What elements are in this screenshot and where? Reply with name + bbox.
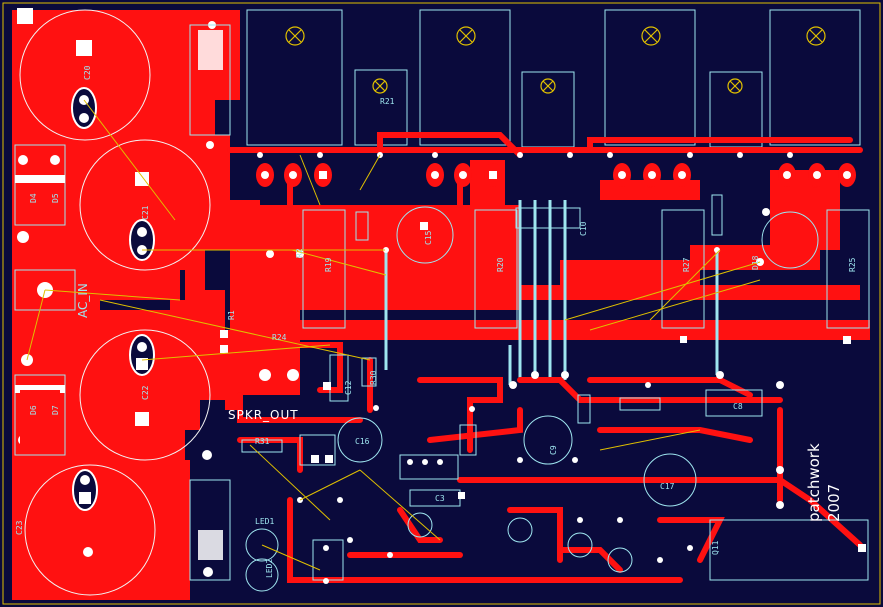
ref-d4: D4 <box>29 193 38 203</box>
ref-d18: D18 <box>751 255 760 270</box>
resistor-r25 <box>826 209 870 329</box>
heatsink-1 <box>246 9 343 146</box>
signature-year: 2007 <box>825 483 843 522</box>
ref-c17: C17 <box>660 482 675 491</box>
spkr-out-label: SPKR_OUT <box>228 408 299 422</box>
ref-r27: R27 <box>682 257 691 272</box>
ref-r1: R1 <box>227 310 236 320</box>
small-components <box>241 354 869 592</box>
resistor-r27 <box>661 209 705 329</box>
ref-r2: R2 <box>295 248 304 258</box>
ref-c21: C21 <box>141 205 150 220</box>
cap-c20-outline <box>19 9 151 141</box>
ref-c15: C15 <box>424 230 433 245</box>
ref-c10: C10 <box>579 221 588 236</box>
ref-c16: C16 <box>355 437 370 446</box>
ref-q11: Q11 <box>711 540 720 555</box>
copper-traces-top <box>227 132 863 208</box>
cap-c15 <box>396 206 454 264</box>
diode-bridge-bottom <box>14 374 66 456</box>
ref-c20: C20 <box>83 65 92 80</box>
ref-c3: C3 <box>435 494 445 503</box>
ref-led1: LED1 <box>255 517 275 526</box>
ref-c12: C12 <box>344 380 353 395</box>
ref-r25: R25 <box>848 257 857 272</box>
ref-r24: R24 <box>272 333 287 342</box>
cap-c22-outline <box>79 329 211 461</box>
ref-c9: C9 <box>549 445 558 455</box>
heatsink-2 <box>419 9 511 146</box>
signature-text: patchwork <box>805 443 823 522</box>
cap-c21-outline <box>79 139 211 271</box>
resistor-r19 <box>302 209 346 329</box>
copper-pour-bottom-left <box>12 460 190 600</box>
ref-c8: C8 <box>733 402 743 411</box>
ref-r31: R31 <box>255 437 270 446</box>
ratsnest <box>26 99 761 571</box>
ref-c23: C23 <box>15 520 24 535</box>
jumper-wires <box>384 200 719 385</box>
ref-r20: R20 <box>496 257 505 272</box>
transistor-pads <box>206 21 856 187</box>
ref-c22: C22 <box>141 385 150 400</box>
copper-bar-lower <box>300 320 870 340</box>
diode-band <box>15 175 65 183</box>
component-pads-lower <box>202 208 866 584</box>
ac-in-label: AC_IN <box>76 283 90 318</box>
heatsink-3 <box>604 9 696 146</box>
heatsink-4 <box>769 9 861 146</box>
ref-r19: R19 <box>324 257 333 272</box>
copper-right-pad <box>560 170 840 285</box>
copper-pour-power-lower <box>60 290 225 480</box>
ref-led2: LED2 <box>265 558 274 578</box>
ref-d7: D7 <box>51 405 60 415</box>
mounting-holes <box>285 26 826 94</box>
pad <box>76 40 92 56</box>
diode-bridge-top <box>14 144 66 226</box>
copper-pour-power-mid <box>60 110 205 330</box>
ref-r30: R30 <box>369 370 378 385</box>
cap-c23-outline <box>24 464 156 596</box>
resistor-r20 <box>474 209 518 329</box>
ref-d6: D6 <box>29 405 38 415</box>
ref-r21: R21 <box>380 97 395 106</box>
ref-d5: D5 <box>51 193 60 203</box>
